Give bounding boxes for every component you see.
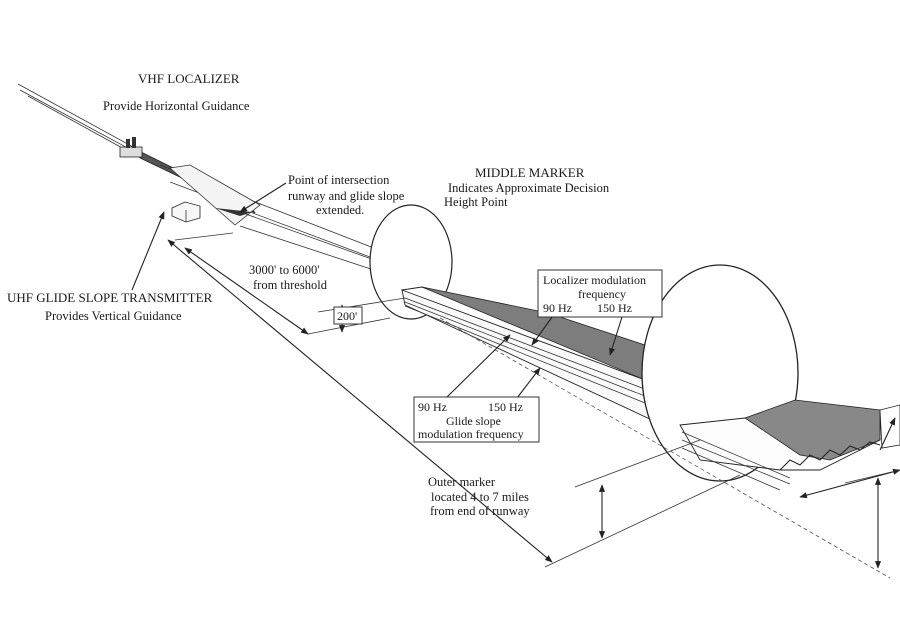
intersection-line2: runway and glide slope xyxy=(288,189,405,203)
localizer-modulation-left-freq: 90 Hz xyxy=(543,301,572,315)
localizer-title: VHF LOCALIZER xyxy=(138,71,240,86)
dimension-lines xyxy=(167,232,900,569)
localizer-subtitle: Provide Horizontal Guidance xyxy=(103,99,250,113)
middle-marker-title: MIDDLE MARKER xyxy=(475,165,585,180)
glide-slope-modulation-line1: Glide slope xyxy=(446,414,501,428)
middle-marker-line2: Height Point xyxy=(444,195,508,209)
glide-slope-transmitter-icon xyxy=(171,201,201,223)
localizer-modulation-line2: frequency xyxy=(578,287,626,301)
glide-slope-modulation-line2: modulation frequency xyxy=(418,427,524,441)
glide-slope-transmitter-title: UHF GLIDE SLOPE TRANSMITTER xyxy=(7,290,213,305)
outer-marker-line2: located 4 to 7 miles xyxy=(431,490,529,504)
localizer-modulation-line1: Localizer modulation xyxy=(543,273,646,287)
outer-slab xyxy=(679,399,900,491)
localizer-modulation-box xyxy=(537,269,663,318)
intersection-line3: extended. xyxy=(316,203,364,217)
runway-plane xyxy=(169,164,261,226)
glide-slope-modulation-box xyxy=(413,396,540,443)
outer-marker-line3: from end of runway xyxy=(430,504,530,518)
localizer-modulation-right-freq: 150 Hz xyxy=(597,301,632,315)
height-label: 200' xyxy=(337,309,357,323)
glide-slope-modulation-right-freq: 150 Hz xyxy=(488,400,523,414)
outer-marker-line1: Outer marker xyxy=(428,475,496,489)
threshold-distance-line2: from threshold xyxy=(253,278,328,292)
glide-slope-transmitter-subtitle: Provides Vertical Guidance xyxy=(45,309,182,323)
height-label-box xyxy=(333,306,363,325)
threshold-distance-line1: 3000' to 6000' xyxy=(249,263,319,277)
middle-marker-line1: Indicates Approximate Decision xyxy=(448,181,610,195)
localizer-antenna-icon xyxy=(119,137,143,158)
glide-slope-modulation-left-freq: 90 Hz xyxy=(418,400,447,414)
intersection-line1: Point of intersection xyxy=(288,173,390,187)
leader-arrows xyxy=(131,182,896,451)
